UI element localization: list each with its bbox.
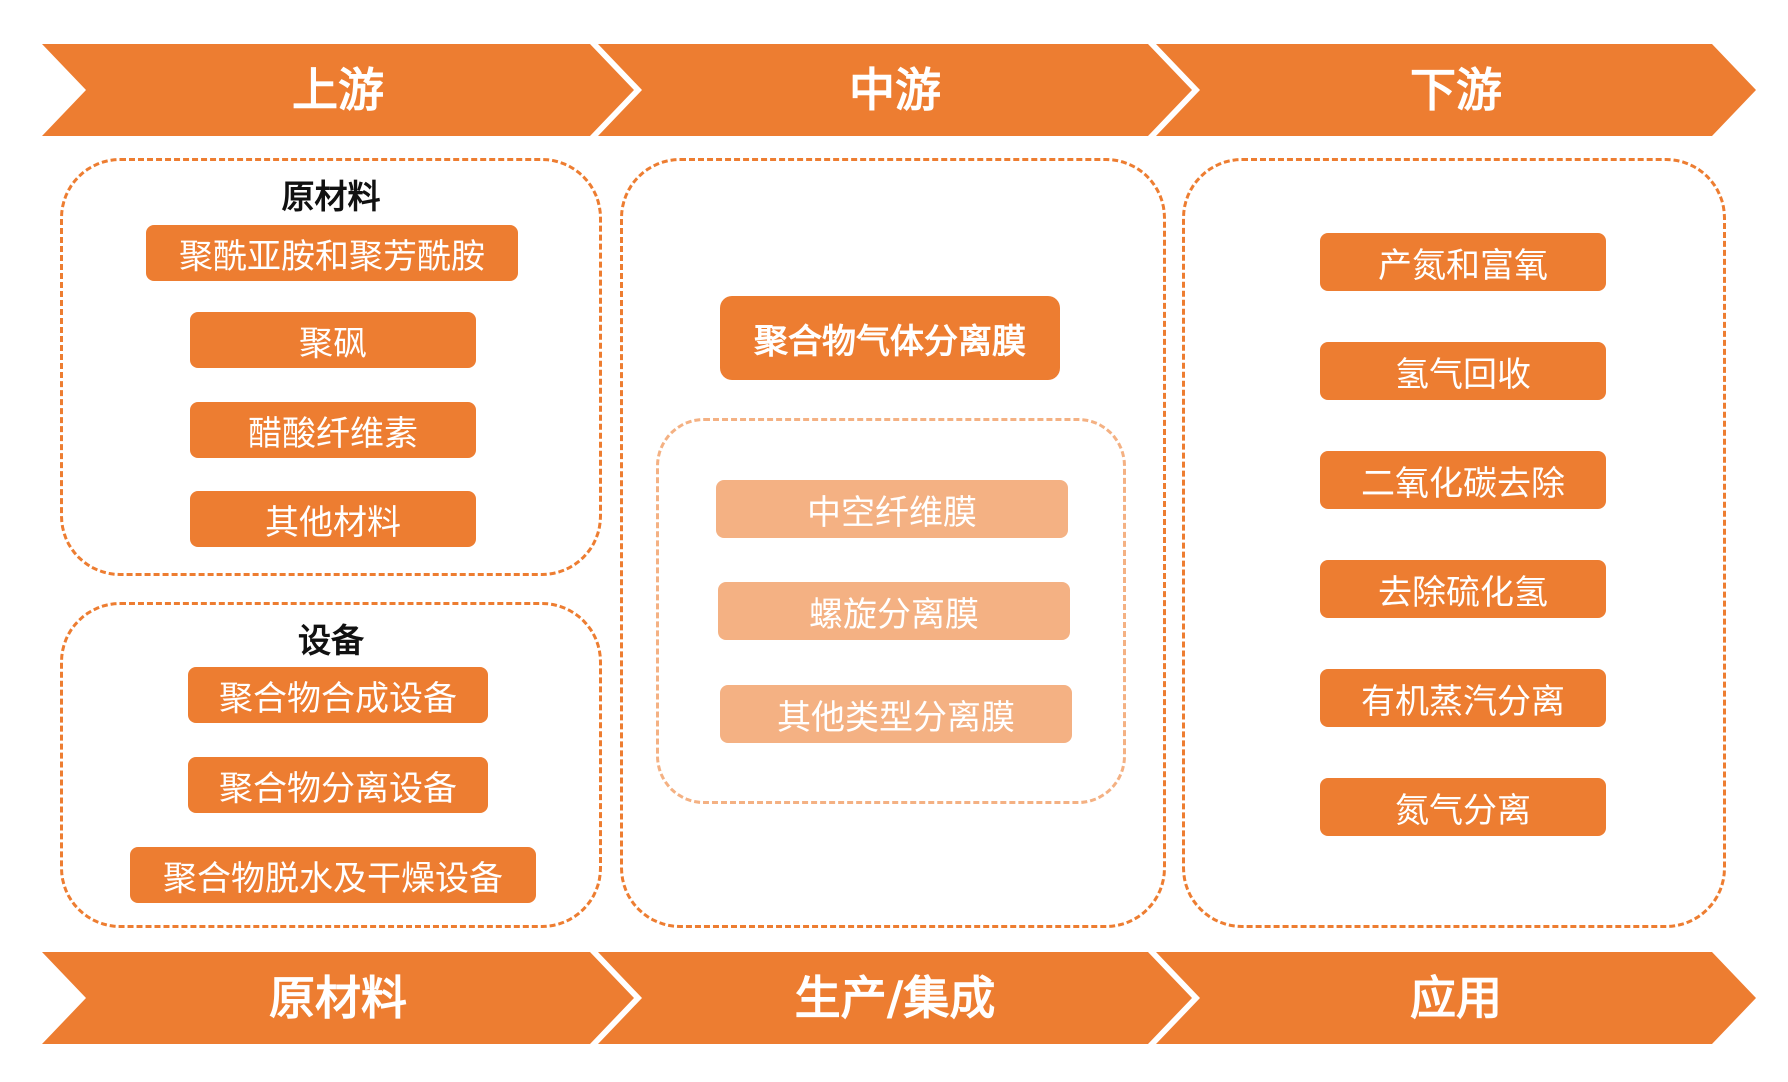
application-item: 去除硫化氢 (1320, 560, 1606, 618)
equipment-item: 聚合物分离设备 (188, 757, 488, 813)
raw-material-item: 其他材料 (190, 491, 476, 547)
membrane-type-item: 中空纤维膜 (716, 480, 1068, 538)
application-item: 氢气回收 (1320, 342, 1606, 400)
chevron-production (598, 952, 1192, 1044)
equipment-item: 聚合物合成设备 (188, 667, 488, 723)
downstream-panel (1182, 158, 1726, 928)
midstream-panel (620, 158, 1166, 928)
chevron-downstream (1156, 44, 1756, 136)
equipment-title: 设备 (298, 621, 364, 660)
main-product-box: 聚合物气体分离膜 (720, 296, 1060, 380)
raw-materials-panel (60, 158, 602, 576)
chevron-label-raw-materials: 原材料 (269, 971, 407, 1025)
equipment-panel (60, 602, 602, 928)
application-item: 有机蒸汽分离 (1320, 669, 1606, 727)
application-item: 产氮和富氧 (1320, 233, 1606, 291)
chevron-label-midstream: 中游 (849, 63, 941, 117)
application-item: 二氧化碳去除 (1320, 451, 1606, 509)
chevron-label-application: 应用 (1410, 971, 1502, 1025)
chevron-label-upstream: 上游 (292, 63, 384, 117)
chevron-label-downstream: 下游 (1410, 63, 1502, 117)
equipment-item: 聚合物脱水及干燥设备 (130, 847, 536, 903)
membrane-types-panel (656, 418, 1126, 804)
raw-materials-title: 原材料 (281, 177, 381, 216)
raw-material-item: 聚酰亚胺和聚芳酰胺 (146, 225, 518, 281)
chevron-upstream (42, 44, 634, 136)
membrane-type-item: 其他类型分离膜 (720, 685, 1072, 743)
chevron-raw-materials (42, 952, 634, 1044)
raw-material-item: 聚砜 (190, 312, 476, 368)
chevron-application (1156, 952, 1756, 1044)
chevron-midstream (598, 44, 1192, 136)
chevron-label-production: 生产/集成 (794, 971, 996, 1025)
application-item: 氮气分离 (1320, 778, 1606, 836)
raw-material-item: 醋酸纤维素 (190, 402, 476, 458)
membrane-type-item: 螺旋分离膜 (718, 582, 1070, 640)
